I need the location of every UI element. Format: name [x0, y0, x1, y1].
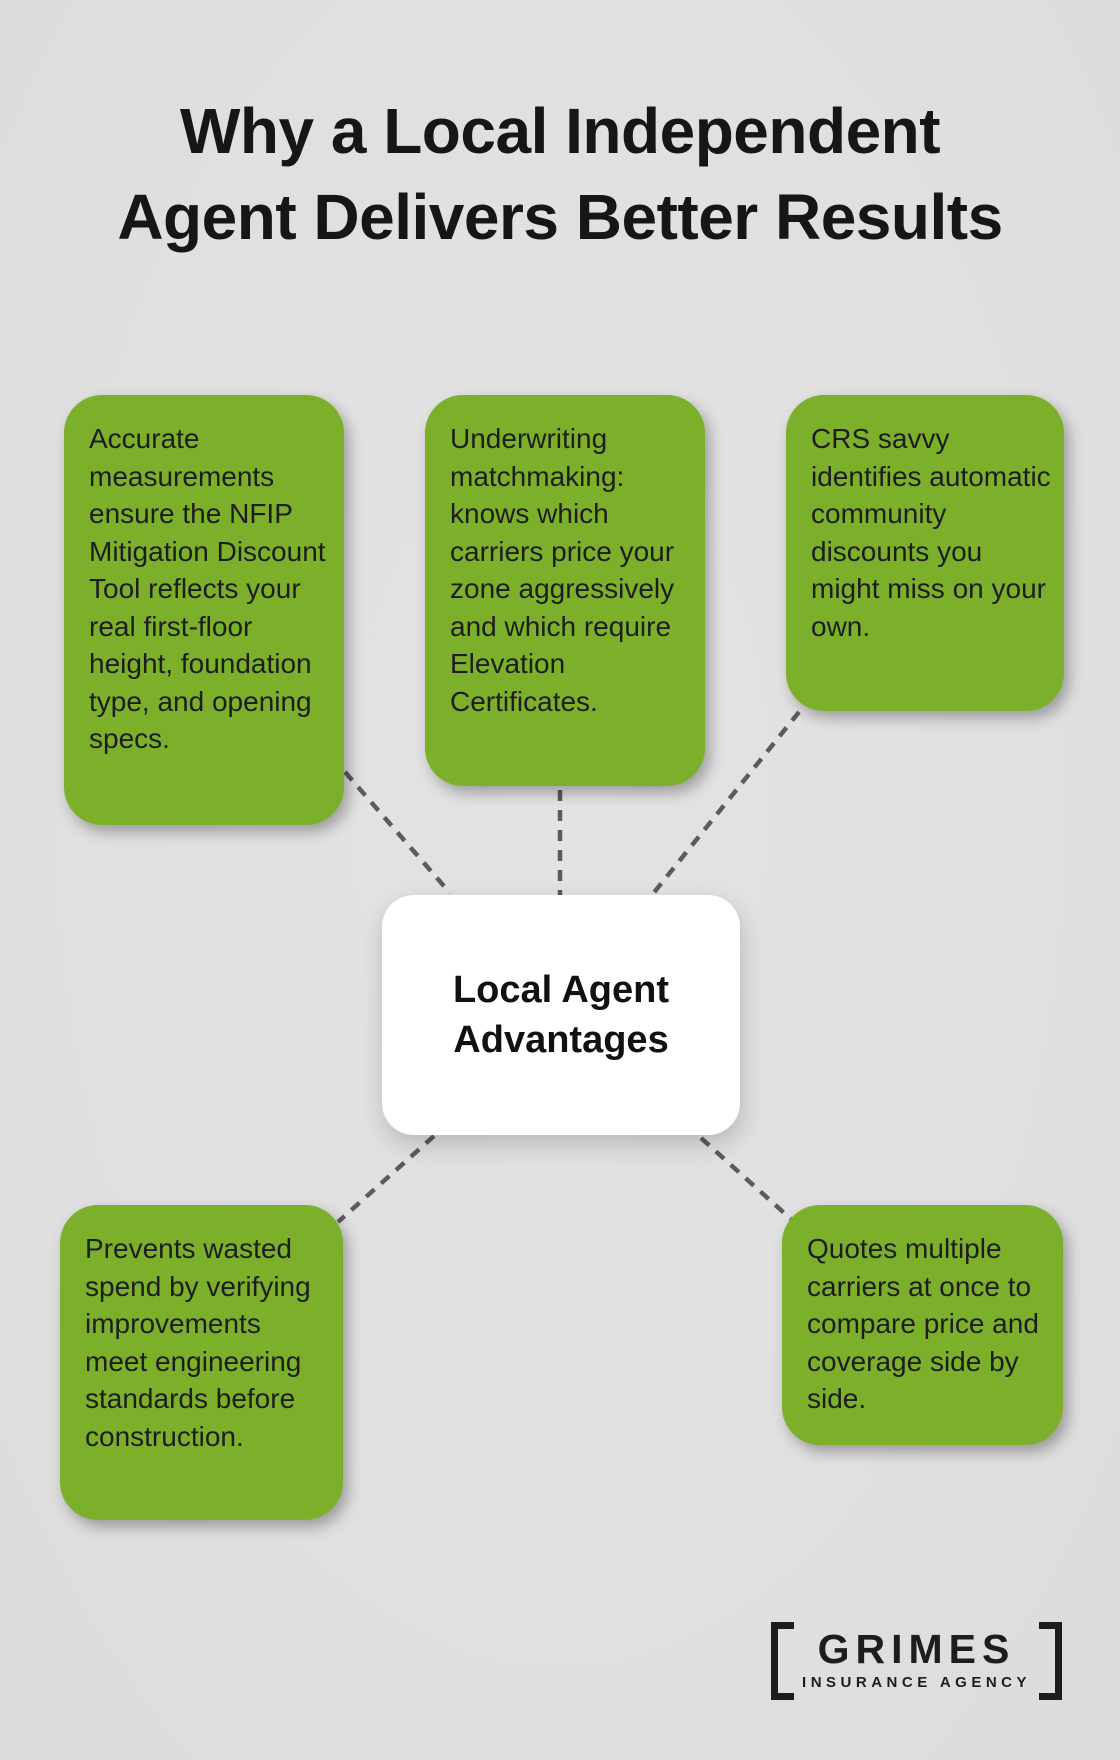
logo-name: GRIMES [817, 1626, 1016, 1672]
logo-text-group: GRIMES INSURANCE AGENCY [794, 1620, 1039, 1700]
grimes-logo: GRIMES INSURANCE AGENCY [771, 1620, 1062, 1700]
connector-bottom-left [336, 1134, 436, 1224]
advantage-node-text: Underwriting matchmaking: knows which ca… [450, 423, 675, 717]
central-topic-card: Local Agent Advantages [382, 895, 740, 1135]
page-title-line-1: Why a Local Independent [179, 95, 941, 167]
connector-bottom-right [699, 1136, 794, 1222]
page-title-line-2: Agent Delivers Better Results [117, 181, 1003, 253]
advantage-node-top-middle: Underwriting matchmaking: knows which ca… [425, 395, 705, 786]
page-title: Why a Local Independent Agent Delivers B… [0, 88, 1120, 260]
connector-top-left [343, 770, 452, 895]
advantage-node-text: Accurate measurements ensure the NFIP Mi… [89, 423, 326, 754]
advantage-node-top-right: CRS savvy identifies automatic community… [786, 395, 1064, 711]
logo-bracket-right-icon [1039, 1622, 1062, 1700]
advantage-node-text: Prevents wasted spend by verifying impro… [85, 1233, 311, 1452]
logo-subtitle: INSURANCE AGENCY [802, 1674, 1031, 1691]
advantage-node-top-left: Accurate measurements ensure the NFIP Mi… [64, 395, 344, 825]
advantage-node-text: Quotes multiple carriers at once to comp… [807, 1233, 1039, 1414]
advantage-node-bottom-right: Quotes multiple carriers at once to comp… [782, 1205, 1063, 1445]
central-topic-title: Local Agent Advantages [452, 969, 670, 1061]
advantage-node-text: CRS savvy identifies automatic community… [811, 423, 1051, 642]
advantage-node-bottom-left: Prevents wasted spend by verifying impro… [60, 1205, 343, 1520]
logo-bracket-left-icon [771, 1622, 795, 1700]
